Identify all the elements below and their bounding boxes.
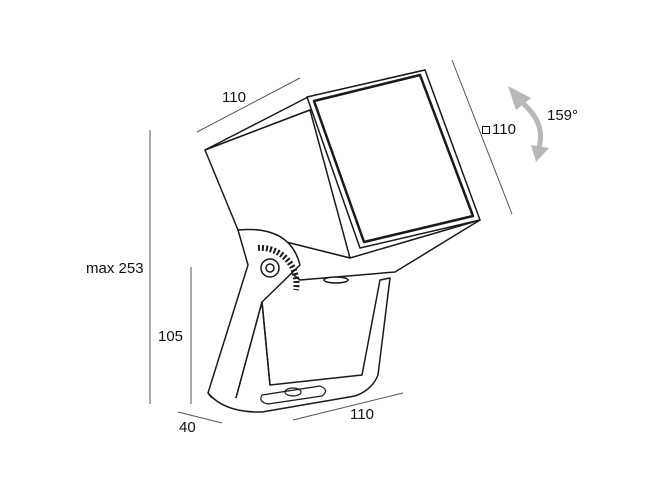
bracket-height-label: 105 (158, 328, 184, 345)
base-slot-hole (284, 387, 302, 397)
bracket-top-slot (323, 276, 349, 284)
bracket-inner-edge (261, 301, 271, 386)
base-depth-label: 40 (179, 419, 196, 436)
top-width-dimension-line (196, 77, 301, 133)
lamp-lens (312, 73, 475, 244)
head-depth-label: 110 (482, 122, 516, 137)
rotation-arrow (508, 86, 549, 162)
head-depth-value: 110 (492, 121, 516, 138)
base-slot (260, 385, 327, 405)
max-height-label: max 253 (86, 260, 144, 277)
rotation-label: 159° (547, 107, 579, 124)
base-depth-dimension-line (177, 411, 223, 424)
base-width-dimension-line (292, 392, 404, 421)
arrow-head-down-icon (531, 145, 549, 162)
arrow-head-up-icon (508, 86, 531, 110)
tilt-scale (257, 244, 300, 291)
dimension-lines (149, 59, 513, 424)
base-width-label: 110 (350, 406, 374, 423)
bracket-base (207, 277, 391, 413)
tilt-scale-dial (257, 244, 300, 291)
head-depth-dimension-line (451, 59, 513, 215)
pivot-knob-center (265, 263, 275, 273)
top-width-label: 110 (222, 89, 246, 106)
square-symbol-icon (482, 126, 490, 134)
